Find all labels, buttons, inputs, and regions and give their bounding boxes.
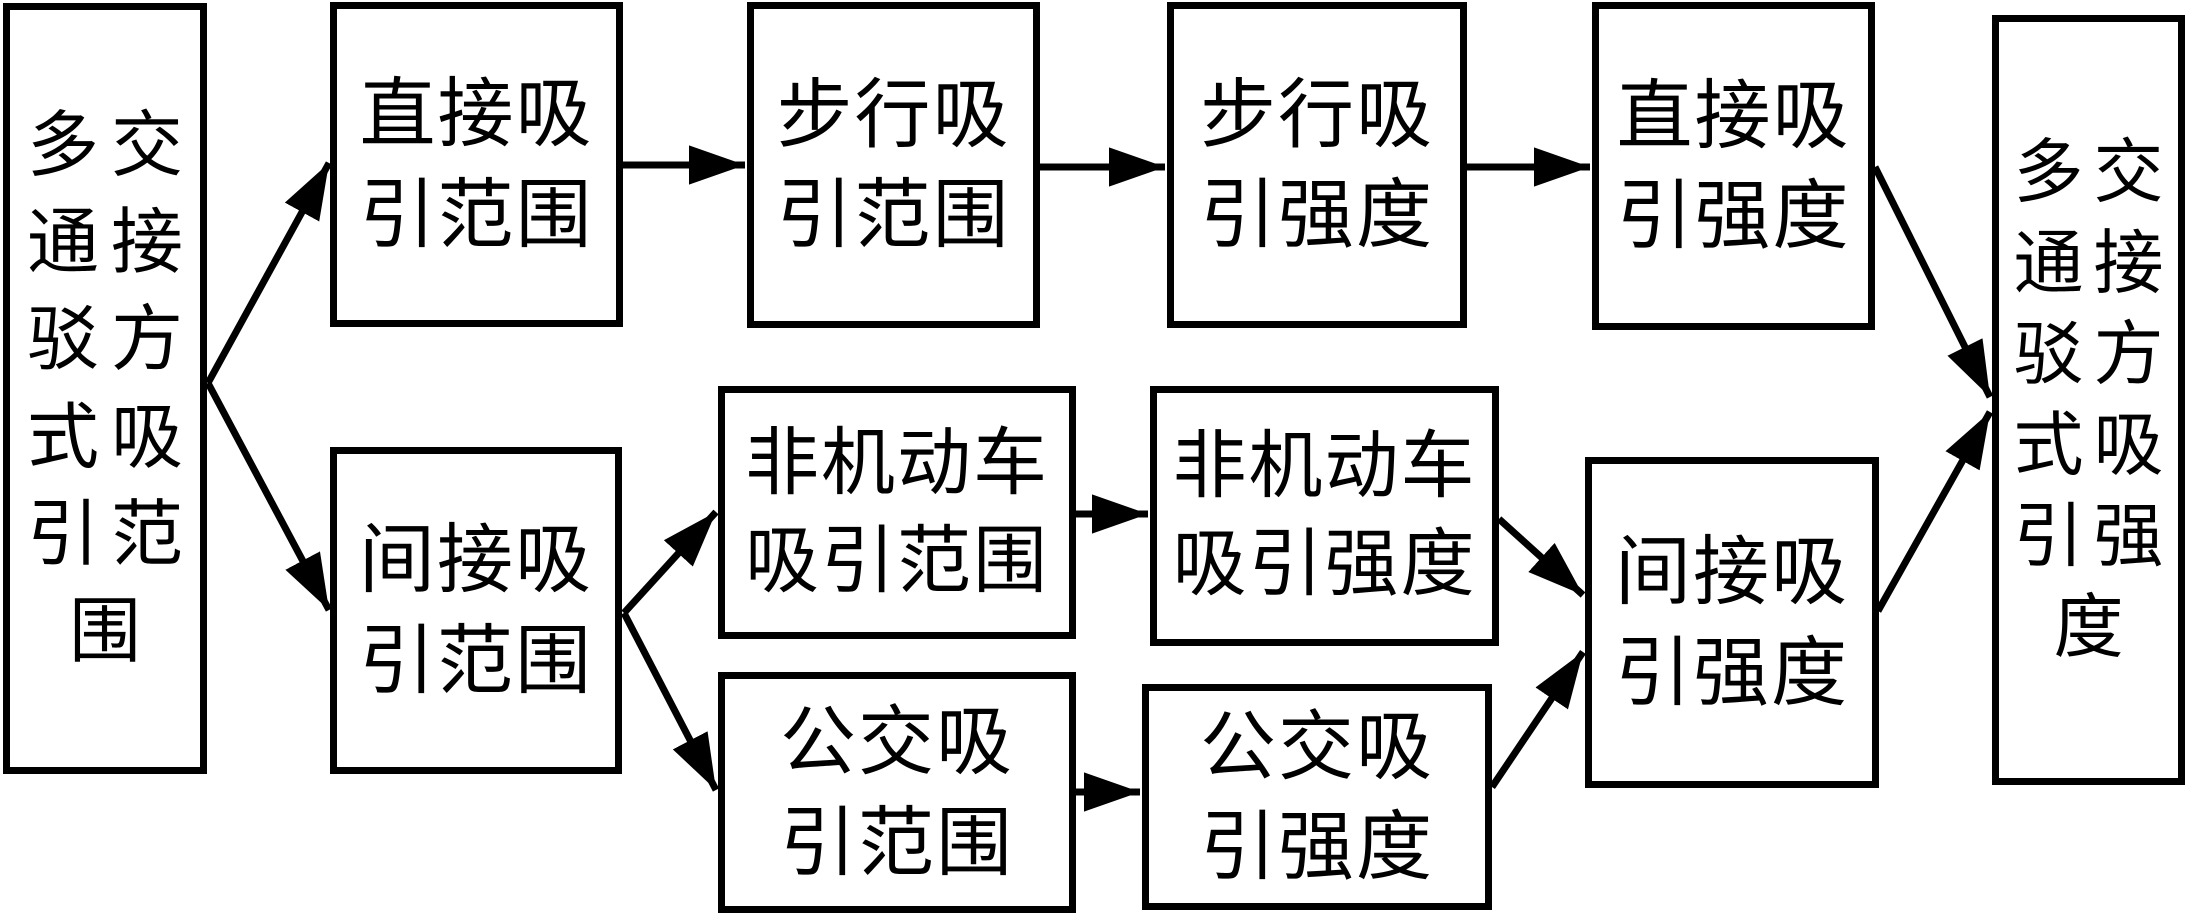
arrow-indirect-range-to-nmv-range [621,509,719,616]
node-bus-attraction-strength: 公交吸 引强度 [1142,684,1492,910]
node-indirect-attraction-range: 间接吸 引范围 [330,447,622,774]
node-indirect-attraction-strength: 间接吸 引强度 [1585,457,1879,788]
node-walk-attraction-range: 步行吸 引范围 [747,2,1040,328]
arrow-nmv-strength-to-indirect-strength [1496,516,1586,598]
arrow-source-to-indirect-range [204,381,333,612]
node-non-motorized-attraction-strength: 非机动车 吸引强度 [1150,386,1499,646]
arrow-direct-strength-to-target [1871,165,1994,399]
node-walk-attraction-strength: 步行吸 引强度 [1167,2,1467,328]
node-multi-mode-attraction-strength: 多交 通接 驳方 式吸 引强 度 [1992,15,2185,785]
node-multi-mode-attraction-range: 多交 通接 驳方 式吸 引范 围 [3,3,207,774]
arrow-indirect-range-to-bus-range [620,611,720,792]
node-non-motorized-attraction-range: 非机动车 吸引范围 [718,386,1076,639]
node-direct-attraction-range: 直接吸 引范围 [330,2,623,327]
arrow-indirect-strength-to-target [1874,410,1994,613]
node-bus-attraction-range: 公交吸 引范围 [718,672,1076,913]
arrow-source-to-direct-range [204,161,333,385]
node-direct-attraction-strength: 直接吸 引强度 [1592,2,1875,330]
arrow-bus-strength-to-indirect-strength [1489,650,1586,789]
